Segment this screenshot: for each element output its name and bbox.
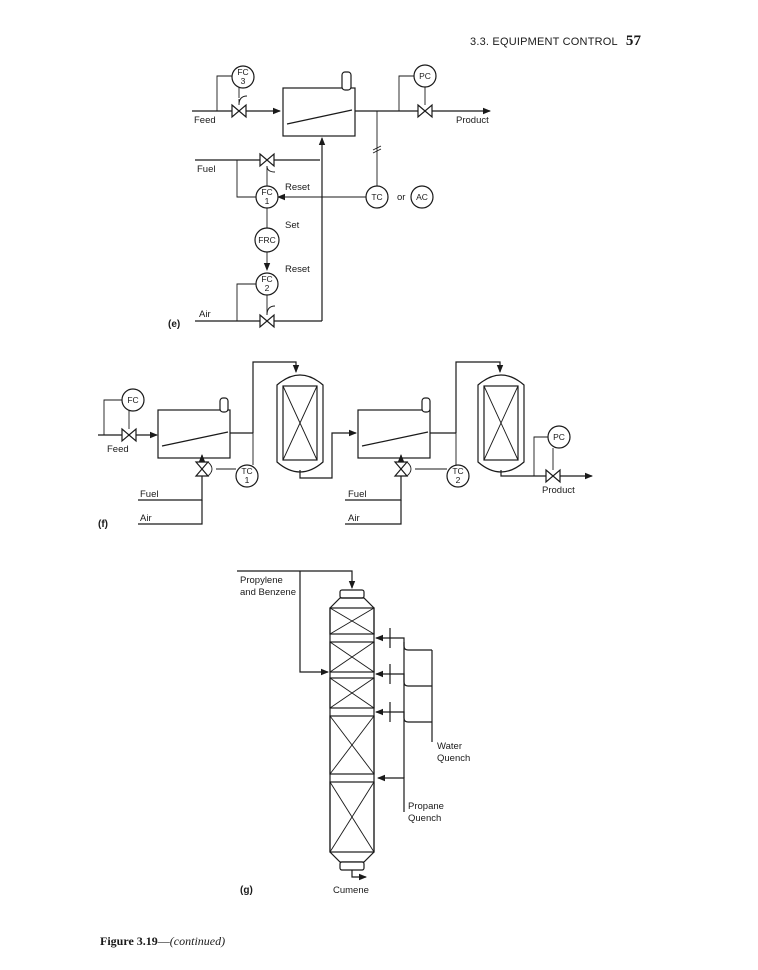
propylene-label-line1: Propylene — [240, 575, 283, 586]
propylene-label-line2: and Benzene — [240, 587, 296, 598]
reactor-2-vessel — [477, 374, 525, 473]
fuel-valve-1 — [194, 461, 210, 477]
cumene-outlet-line — [351, 870, 367, 881]
frc-label: FRC — [258, 235, 275, 245]
tc2-label-top: TC — [452, 466, 463, 476]
furnace-box — [282, 87, 356, 137]
air-label-1: Air — [140, 513, 152, 524]
feed-side-line — [299, 571, 329, 676]
panel-g-diagram: Propylene and Benzene — [237, 570, 470, 896]
fc3-measure-signal — [216, 75, 232, 111]
fuel-actuator — [266, 165, 276, 173]
fuel-valve — [259, 152, 275, 168]
figure-caption: Figure 3.19—(continued) — [100, 934, 225, 949]
reactor-1-vessel — [276, 374, 324, 473]
product-label: Product — [456, 115, 489, 126]
f-fc-label: FC — [127, 395, 138, 405]
fc3-label-top: FC — [237, 67, 248, 77]
fc3-controller — [231, 65, 255, 89]
panel-e-diagram: FC 3 Feed PC Product TC or AC — [168, 64, 491, 330]
feed-label: Feed — [194, 115, 216, 126]
caption-dash: — — [157, 934, 170, 948]
feed-to-top-line — [237, 570, 356, 589]
tc1-label-bottom: 1 — [245, 475, 250, 485]
furnace-coil — [286, 109, 353, 125]
running-header: 3.3. EQUIPMENT CONTROL 57 — [470, 33, 641, 50]
air-label: Air — [199, 309, 211, 320]
tc2-label-bottom: 2 — [456, 475, 461, 485]
air-measure-signal — [236, 283, 256, 321]
air-label-2: Air — [348, 513, 360, 524]
feed-valve — [231, 103, 247, 119]
air-line-2 — [345, 500, 402, 525]
figure-number: Figure 3.19 — [100, 934, 158, 948]
fuel-measure-signal — [236, 160, 256, 198]
reset-label-lower: Reset — [285, 264, 310, 275]
furnace-stack — [341, 71, 352, 91]
fuel-label-2: Fuel — [348, 489, 366, 500]
cumene-label: Cumene — [333, 885, 369, 896]
pc-controller — [413, 64, 437, 88]
panel-f-diagram: FC Feed TC 1 Fuel Ai — [98, 361, 593, 530]
section-title: 3.3. EQUIPMENT CONTROL — [470, 36, 618, 48]
reset-label-upper: Reset — [285, 182, 310, 193]
f-fc-controller — [121, 388, 145, 412]
furnace-1-box — [157, 409, 231, 459]
panel-e-label: (e) — [168, 319, 180, 330]
reactor-column — [329, 597, 375, 863]
fc1-label-top: FC — [261, 187, 272, 197]
propane-quench-label-line1: Propane — [408, 801, 444, 812]
fuel-label: Fuel — [197, 164, 215, 175]
pc-measure-signal — [398, 75, 414, 111]
caption-note: (continued) — [169, 934, 226, 948]
f-product-label: Product — [542, 485, 575, 496]
column-bottom-cap — [339, 861, 365, 871]
ac-label: AC — [416, 192, 428, 202]
page-number: 57 — [625, 33, 642, 49]
to-reactor-1-line — [252, 361, 300, 433]
air-line-1 — [138, 500, 203, 525]
furnace-2-box — [357, 409, 431, 459]
panel-g-label: (g) — [240, 885, 253, 896]
f-feed-valve — [121, 427, 137, 443]
propane-quench-label-line2: Quench — [408, 813, 441, 824]
water-quench-label-line1: Water — [437, 741, 462, 752]
column-top-cap — [339, 589, 365, 599]
air-actuator — [266, 305, 276, 316]
water-quench-label-line2: Quench — [437, 753, 470, 764]
fuel-label-1: Fuel — [140, 489, 158, 500]
pc-label: PC — [419, 71, 431, 81]
panel-f-label: (f) — [98, 519, 108, 530]
tc2-controller — [446, 464, 470, 488]
reactor-2-outlet — [500, 470, 546, 477]
f-feed-label: Feed — [107, 444, 129, 455]
product-valve — [417, 103, 433, 119]
propane-quench-line — [377, 774, 405, 812]
fc2-label-bottom: 2 — [265, 283, 270, 293]
f-product-valve — [545, 468, 561, 484]
to-reactor-2-line — [455, 361, 504, 433]
f-pc-label: PC — [553, 432, 565, 442]
fc1-label-bottom: 1 — [265, 196, 270, 206]
tc-label: TC — [371, 192, 382, 202]
fc2-label-top: FC — [261, 274, 272, 284]
reactor-1-to-furnace-2 — [299, 429, 357, 479]
catalyst-beds — [329, 607, 375, 853]
ac-controller — [410, 185, 434, 209]
fuel-valve-2 — [393, 461, 409, 477]
set-label: Set — [285, 220, 300, 231]
fc3-label-bottom: 3 — [241, 76, 246, 86]
air-valve — [259, 313, 275, 329]
tc1-controller — [235, 464, 259, 488]
fc3-actuator — [238, 95, 248, 106]
tc1-label-top: TC — [241, 466, 252, 476]
f-pc-controller — [547, 425, 571, 449]
or-label: or — [397, 192, 405, 203]
